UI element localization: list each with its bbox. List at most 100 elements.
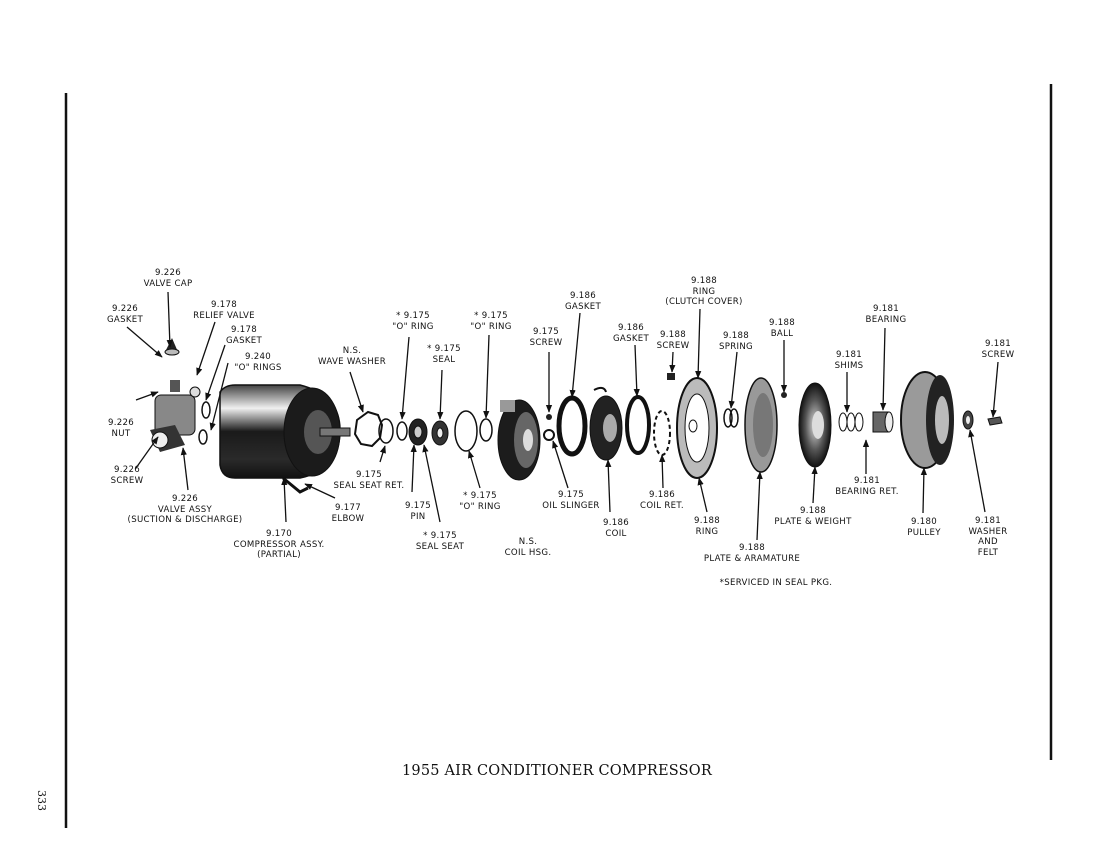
label-o-ring-a: * 9.175"O" RING [392,311,433,332]
shims-bearing-drawing [838,411,894,433]
coil-housing-drawing [497,399,541,481]
label-o-ring-c: * 9.175"O" RING [459,491,500,512]
part-name: SEAL SEAT RET. [333,480,405,491]
part-number: * 9.175 [423,531,457,541]
part-number: 9.177 [334,503,362,513]
part-number: * 9.175 [463,491,497,501]
part-number: 9.186 [602,518,630,528]
part-name: COIL [605,528,627,539]
part-name: PLATE & ARAMATURE [703,553,801,564]
part-name: PLATE & WEIGHT [774,516,852,527]
part-name: GASKET [564,301,602,312]
part-number: N.S. [342,346,362,356]
pulley-drawing [900,371,954,469]
part-name: OIL SLINGER [542,500,600,511]
part-number: * 9.175 [427,344,461,354]
part-name: "O" RINGS [234,362,282,373]
part-name: "O" RING [470,321,512,332]
part-name: SCREW [656,340,690,351]
part-name: SCREW [529,337,563,348]
part-name: "O" RING [459,501,501,512]
part-name: BALL [770,328,794,339]
seal-parts-drawing [353,410,493,452]
part-name: SCREW [981,349,1015,360]
part-name: NUT [111,428,131,439]
part-name: SPRING [718,341,754,352]
part-number: 9.175 [557,490,585,500]
part-name: WAVE WASHER [318,356,386,367]
part-name: WASHER [968,526,1008,537]
screw-9175-drawing [546,414,552,420]
part-number: 9.178 [230,325,258,335]
part-name: GASKET [225,335,263,346]
part-name: PULLEY [907,527,941,538]
label-coil-hsg: N.S.COIL HSG. [505,537,552,558]
part-number: 9.226 [113,465,141,475]
gasket-coil-drawing [556,386,671,461]
part-name: RING [695,526,719,537]
part-name: COIL RET. [640,500,684,511]
spring-drawing [723,408,739,428]
part-name: AND [978,537,998,547]
clutch-cover-ring-drawing [667,373,718,479]
part-note: (CLUTCH COVER) [665,297,743,307]
part-number: 9.188 [722,331,750,341]
plate-armature-drawing [744,377,787,473]
part-number: 9.188 [768,318,796,328]
part-name: GASKET [106,314,144,325]
part-number: 9.181 [835,350,863,360]
part-number: 9.226 [171,494,199,504]
screw-9181-drawing [987,416,1003,426]
figure-caption: 1955 AIR CONDITIONER COMPRESSOR [401,763,713,779]
part-number: 9.186 [569,291,597,301]
part-number: 9.175 [404,501,432,511]
footnote-seal-pkg: *SERVICED IN SEAL PKG. [719,578,833,588]
page-number: 333 [35,790,48,811]
part-name: COIL HSG. [504,547,552,558]
part-number: 9.188 [693,516,721,526]
label-o-rings-9240: 9.240"O" RINGS [234,352,281,373]
part-name: BEARING [865,314,907,325]
part-number: 9.188 [738,543,766,553]
part-number: 9.181 [872,304,900,314]
part-number: 9.170 [265,529,293,539]
part-number: 9.178 [210,300,238,310]
part-note: (PARTIAL) [257,550,301,560]
compressor-body-drawing [219,384,351,494]
part-number: 9.226 [111,304,139,314]
part-number: 9.186 [648,490,676,500]
part-number: 9.188 [690,276,718,286]
part-name: RING [692,286,716,297]
part-name: BEARING RET. [835,486,899,497]
part-name: "O" RING [392,321,434,332]
part-number: N.S. [518,537,538,547]
leader-lines [126,291,999,541]
part-number: 9.181 [974,516,1002,526]
